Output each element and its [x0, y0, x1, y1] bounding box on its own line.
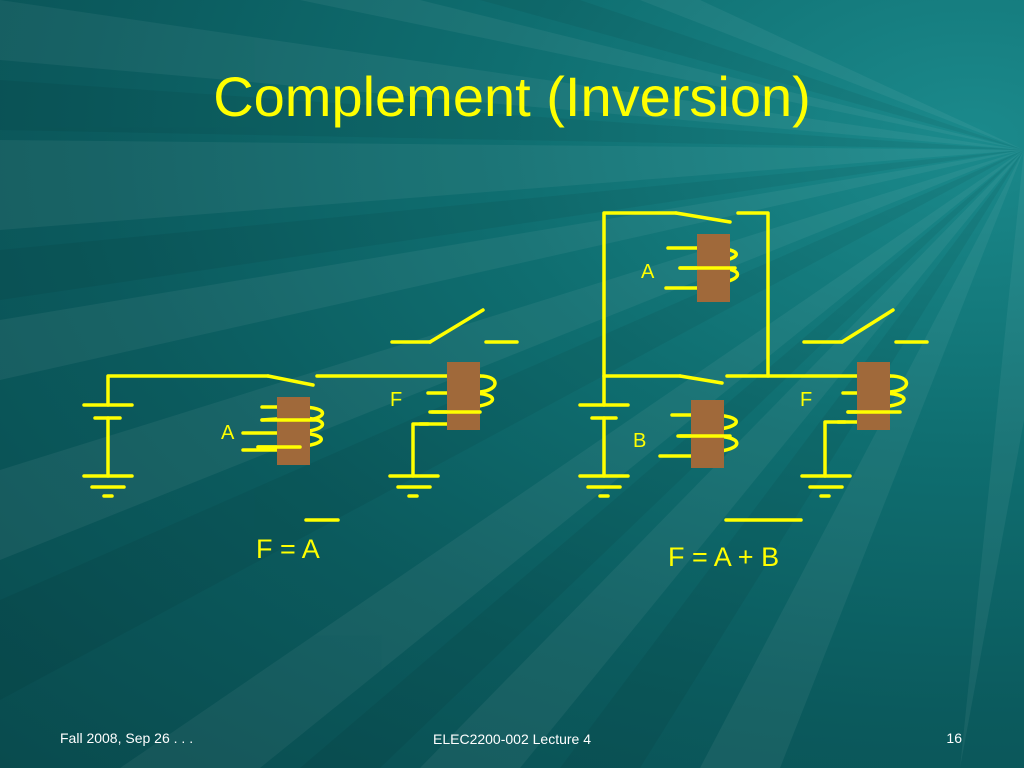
right-top-wire: [736, 211, 770, 378]
left-equation: F = A: [256, 534, 320, 564]
right-equation: F = A + B: [668, 542, 779, 572]
left-relay-f-switch: [390, 308, 519, 344]
left-equation-term: A: [302, 534, 320, 564]
right-equation-term: A + B: [714, 542, 779, 572]
right-ground-icon: [800, 474, 852, 498]
left-relay-a-contact: [266, 374, 315, 387]
right-coil-a-label: A: [641, 261, 655, 283]
right-coil-b-label: B: [633, 430, 646, 452]
right-output-f-label: F: [800, 389, 812, 411]
right-relay-b-core: [691, 400, 724, 468]
footer-page-number: 16: [946, 730, 962, 746]
right-relay-f-switch: [802, 308, 929, 344]
right-battery-icon: [578, 403, 630, 498]
right-relay-a-contact: [674, 211, 732, 224]
right-f-ground-wire: [823, 420, 847, 478]
right-equation-lhs: F =: [668, 542, 714, 572]
left-equation-lhs: F =: [256, 534, 302, 564]
footer-course: ELEC2200-002 Lecture 4: [433, 731, 591, 747]
left-battery-icon: [82, 403, 134, 498]
left-relay-a-core: [277, 397, 310, 465]
left-output-f-label: F: [390, 389, 402, 411]
slide-title: Complement (Inversion): [213, 65, 811, 128]
left-supply-wire: [106, 374, 270, 407]
right-relay-b-contact: [678, 374, 724, 385]
left-ground-icon: [388, 474, 440, 498]
left-f-ground-wire: [411, 422, 430, 478]
footer-date: Fall 2008, Sep 26 . . .: [60, 730, 194, 746]
right-circuit: [578, 211, 929, 498]
right-relay-f-core: [857, 362, 890, 430]
left-relay-f-core: [447, 362, 480, 430]
left-coil-a-label: A: [221, 422, 235, 444]
right-left-rail: [602, 211, 678, 407]
